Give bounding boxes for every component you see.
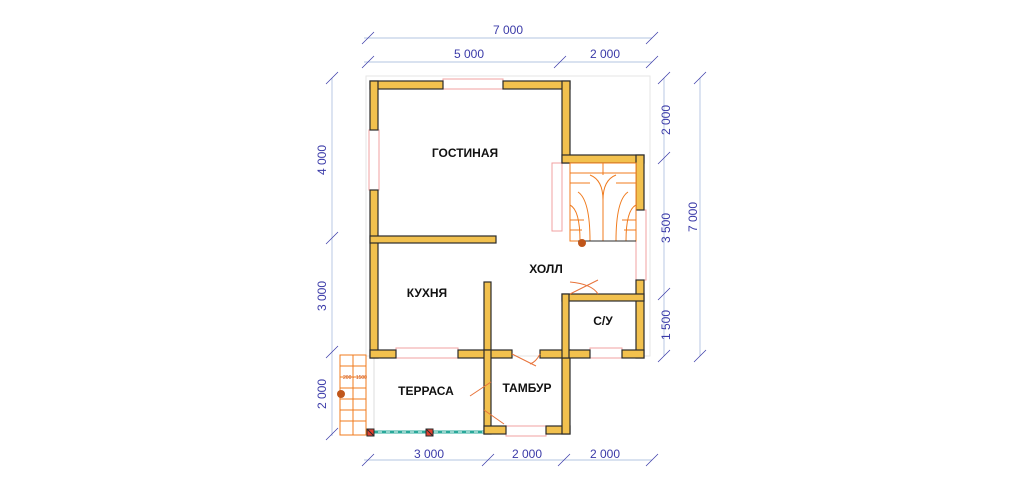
dim-right-lower: 1 500 — [659, 310, 673, 340]
dim-left-middle: 3 000 — [315, 281, 329, 311]
dim-top-total: 7 000 — [493, 23, 523, 37]
dim-bottom-left: 3 000 — [414, 447, 444, 461]
room-living: ГОСТИНАЯ — [432, 146, 498, 160]
room-kitchen: КУХНЯ — [407, 286, 447, 300]
dim-right-total: 7 000 — [686, 202, 700, 232]
door-swing-icon — [469, 279, 599, 425]
dim-top-left: 5 000 — [454, 47, 484, 61]
stair-start-marker — [337, 390, 345, 398]
room-vestibule: ТАМБУР — [502, 381, 551, 395]
dim-right-middle: 3 500 — [659, 213, 673, 243]
dim-left-upper: 4 000 — [315, 145, 329, 175]
dim-left-lower: 2 000 — [315, 379, 329, 409]
room-terrace: ТЕРРАСА — [398, 384, 454, 398]
dim-bottom-right: 2 000 — [590, 447, 620, 461]
dim-right-upper: 2 000 — [659, 105, 673, 135]
room-bathroom: С/У — [593, 314, 613, 328]
stair-note: 200 · 1500 — [343, 375, 367, 381]
column-post-icon — [366, 428, 375, 437]
staircase-start-marker — [578, 239, 586, 247]
walls — [369, 80, 645, 435]
column-post-icon — [425, 428, 434, 437]
dim-bottom-middle: 2 000 — [512, 447, 542, 461]
dim-top-right: 2 000 — [590, 47, 620, 61]
dimension-lines — [325, 31, 707, 467]
room-hall: ХОЛЛ — [529, 262, 563, 276]
staircase-icon — [569, 162, 637, 242]
